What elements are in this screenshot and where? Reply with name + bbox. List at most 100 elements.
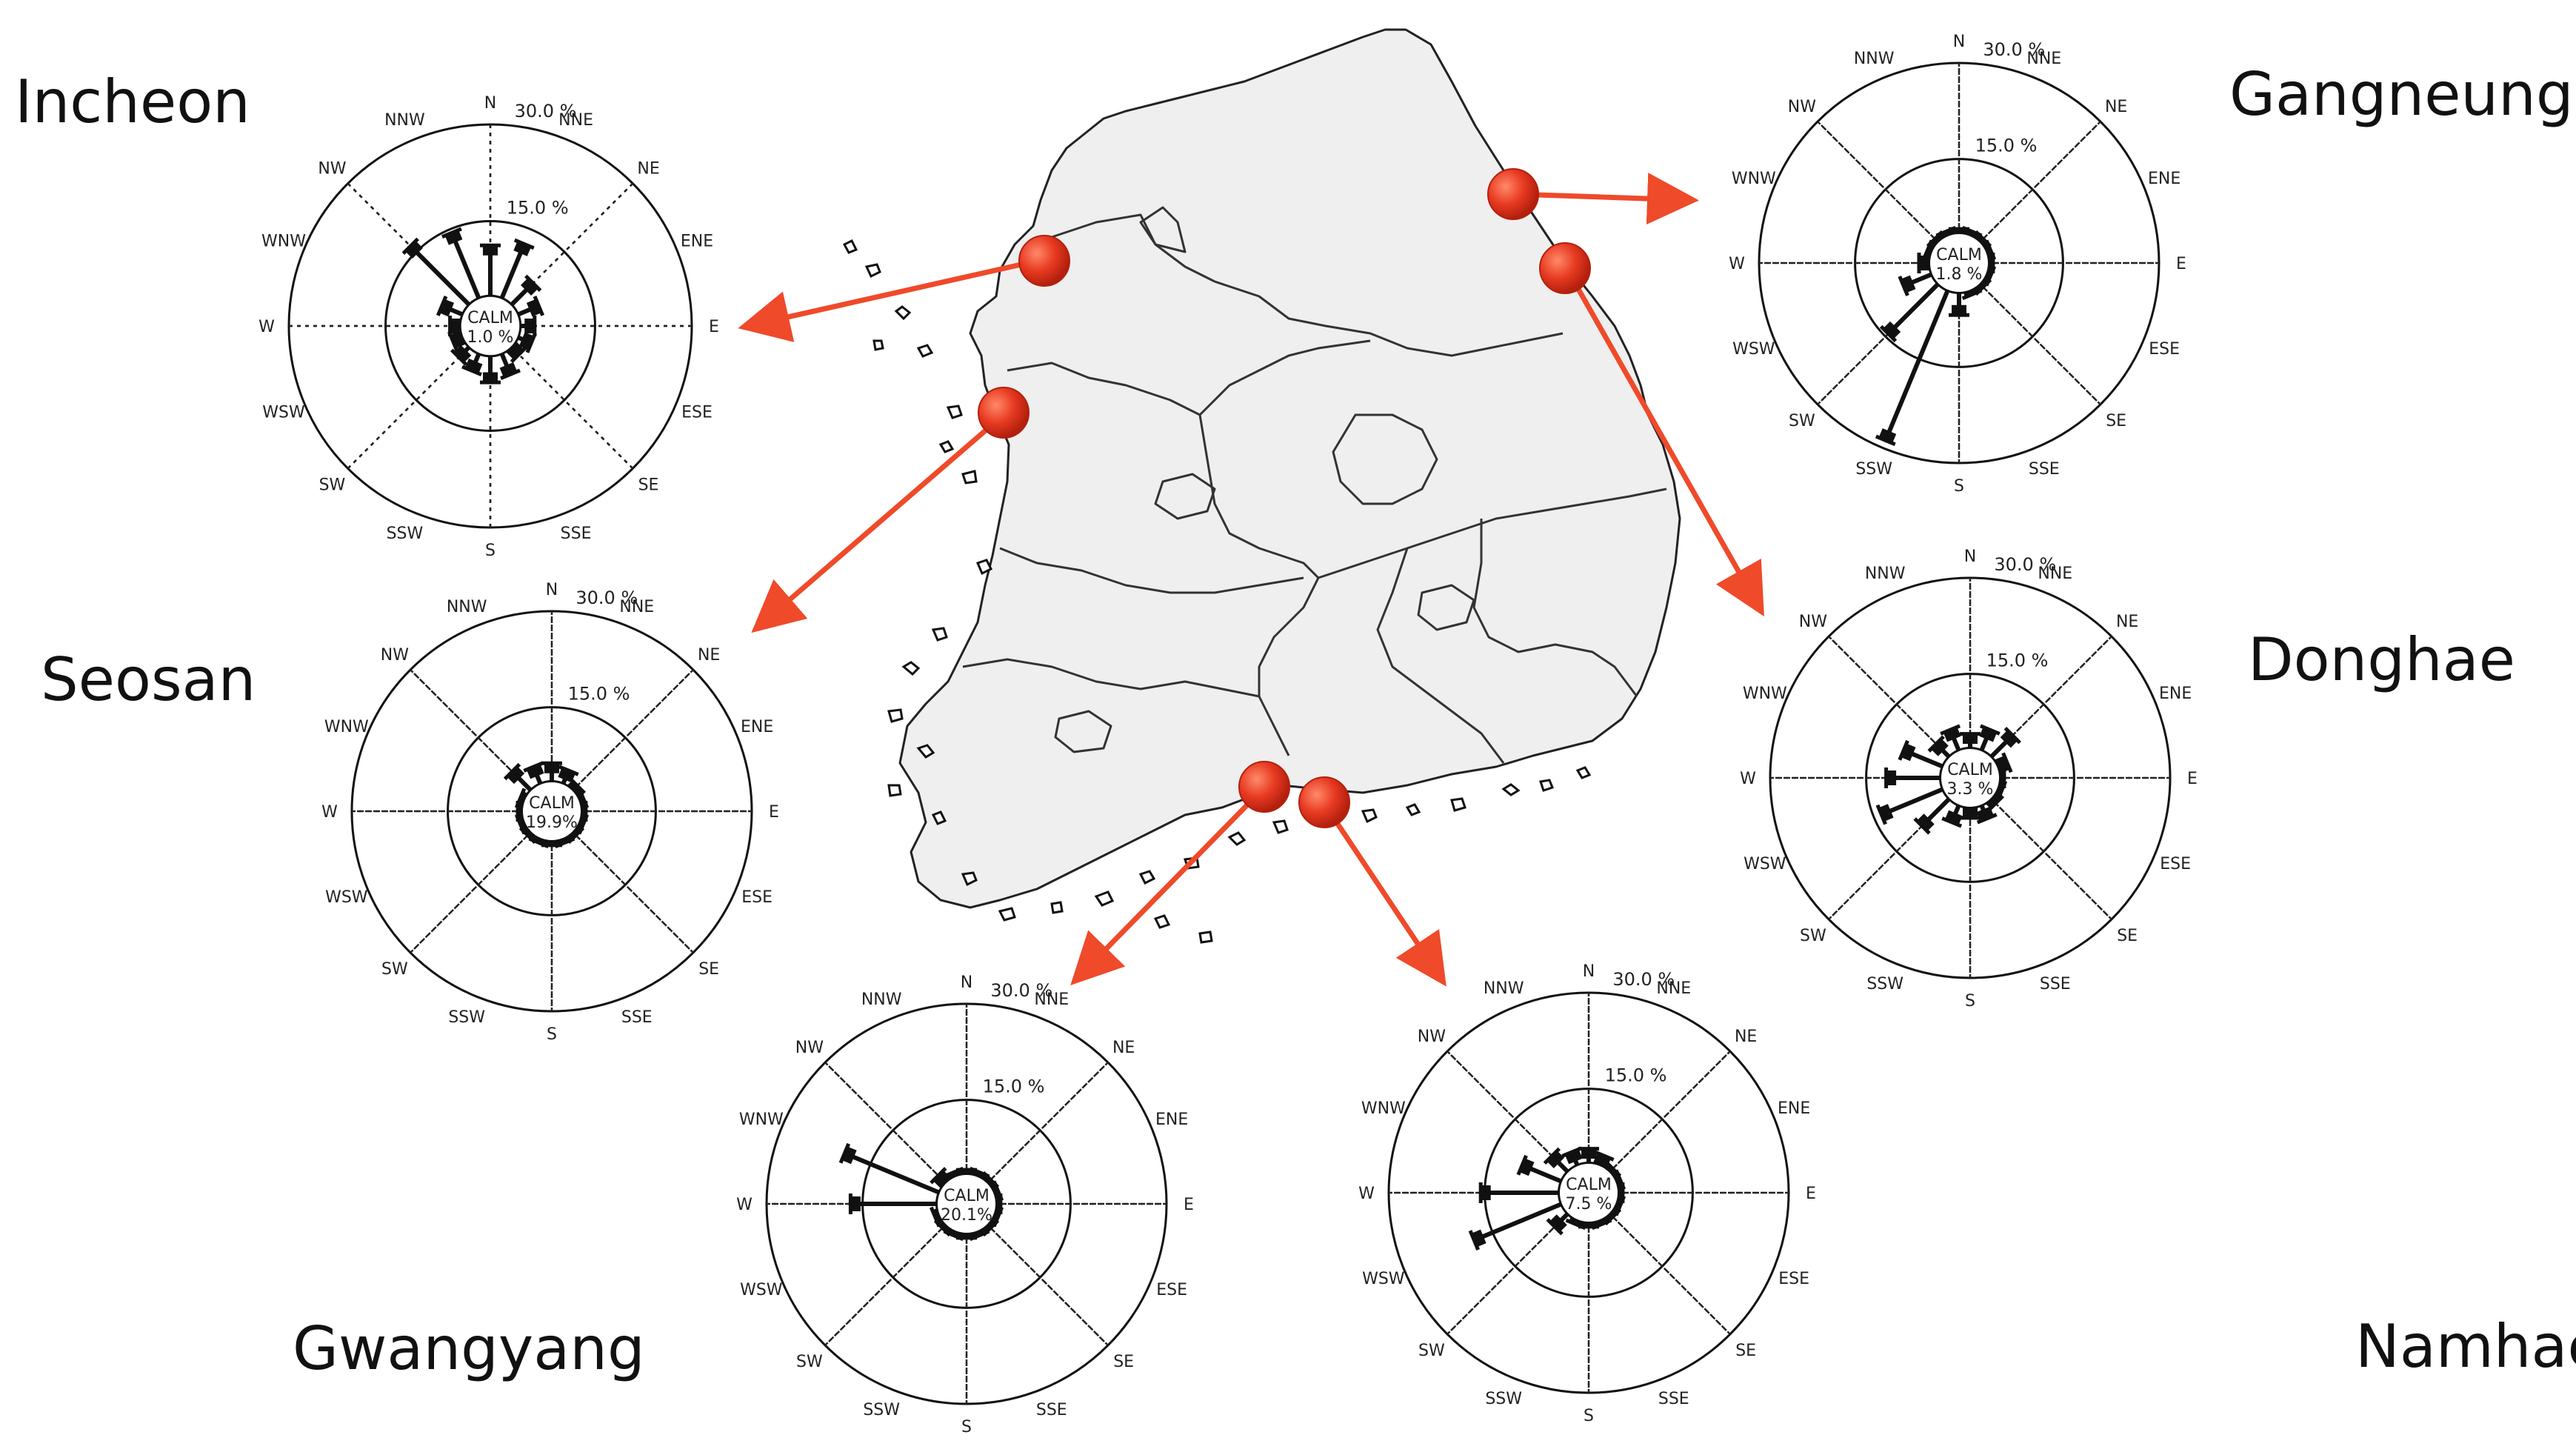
rose-spoke xyxy=(1989,727,2021,759)
rose-spoke xyxy=(1898,739,1943,769)
calm-label: CALM xyxy=(1566,1176,1612,1194)
direction-label-e: E xyxy=(769,803,779,822)
rose-spoke xyxy=(1875,787,1943,825)
marker-namhae[interactable] xyxy=(1298,776,1350,828)
arrow-seosan xyxy=(751,412,1007,633)
korea-map xyxy=(842,28,1681,944)
rose-spoke xyxy=(510,274,542,307)
marker-donghae[interactable] xyxy=(1539,242,1591,294)
rose-spoke xyxy=(930,1167,951,1188)
calm-circle xyxy=(1558,1162,1620,1224)
direction-label-nw: NW xyxy=(381,646,409,665)
direction-label-ssw: SSW xyxy=(1855,460,1892,479)
direction-label-ese: ESE xyxy=(2149,340,2180,359)
direction-label-ese: ESE xyxy=(741,888,773,907)
rose-spoke xyxy=(401,237,471,307)
direction-label-ene: ENE xyxy=(2148,170,2180,188)
calm-circle xyxy=(1939,747,2001,809)
direction-label-nw: NW xyxy=(1418,1028,1446,1046)
rose-spoke xyxy=(480,243,501,296)
arrow-gwangyang xyxy=(1070,786,1266,985)
marker-incheon[interactable] xyxy=(1018,235,1070,287)
label-donghae: Donghae xyxy=(2248,625,2515,694)
rose-spoke xyxy=(1898,272,1932,296)
calm-label: CALM xyxy=(529,794,575,813)
direction-label-e: E xyxy=(2176,255,2186,273)
outer-ring-label: 30.0 % xyxy=(1994,554,2056,575)
direction-gridline xyxy=(347,182,634,470)
direction-label-n: N xyxy=(1583,962,1595,981)
direction-label-ssw: SSW xyxy=(448,1008,485,1027)
direction-label-ese: ESE xyxy=(681,404,713,422)
calm-label: CALM xyxy=(944,1187,990,1205)
direction-label-se: SE xyxy=(698,960,719,979)
marker-seosan[interactable] xyxy=(978,387,1030,439)
direction-gridline xyxy=(410,669,694,953)
direction-label-wsw: WSW xyxy=(262,404,305,422)
direction-label-ene: ENE xyxy=(681,232,713,250)
direction-label-nnw: NNW xyxy=(1854,50,1895,68)
coastal-islands xyxy=(842,239,1592,944)
outer-ring-label: 30.0 % xyxy=(990,980,1052,1001)
inner-ring-label: 15.0 % xyxy=(507,198,569,219)
direction-label-se: SE xyxy=(1735,1342,1756,1360)
direction-label-nw: NW xyxy=(795,1039,824,1057)
calm-circle xyxy=(458,294,522,358)
direction-label-sw: SW xyxy=(1800,927,1826,945)
direction-label-e: E xyxy=(2187,770,2198,788)
direction-label-nne: NNE xyxy=(558,111,593,130)
rose-spoke xyxy=(1875,290,1950,447)
direction-gridline xyxy=(824,1062,1109,1346)
direction-label-ne: NE xyxy=(698,646,720,665)
direction-label-wnw: WNW xyxy=(324,718,369,736)
rose-spoke xyxy=(480,356,501,384)
rose-spoke xyxy=(499,353,521,381)
rose-spoke xyxy=(1917,253,1929,273)
rose-spoke xyxy=(1979,724,2001,751)
direction-label-se: SE xyxy=(638,476,659,495)
rose-spoke xyxy=(1976,805,1998,825)
calm-circle xyxy=(1928,232,1990,294)
direction-label-w: W xyxy=(736,1196,753,1214)
label-namhae: Namhae xyxy=(2355,1312,2576,1381)
rose-spoke xyxy=(441,227,481,299)
direction-label-ese: ESE xyxy=(1778,1270,1809,1288)
province-borders xyxy=(962,206,1667,764)
direction-label-nw: NW xyxy=(1799,613,1827,631)
direction-label-sw: SW xyxy=(381,960,408,979)
direction-label-nne: NNE xyxy=(1034,990,1069,1009)
rose-spoke xyxy=(517,296,545,317)
inner-ring-label: 15.0 % xyxy=(1605,1065,1667,1086)
outer-ring-label: 30.0 % xyxy=(1983,39,2045,60)
rose-spoke xyxy=(1879,282,1940,343)
marker-gangneung[interactable] xyxy=(1487,168,1539,220)
rose-spoke xyxy=(1940,724,1961,751)
marker-gwangyang[interactable] xyxy=(1238,761,1290,813)
direction-label-nw: NW xyxy=(1788,98,1816,116)
rose-spoke xyxy=(838,1142,940,1195)
rose-spoke xyxy=(450,344,472,366)
direction-label-s: S xyxy=(1965,992,1975,1010)
direction-label-n: N xyxy=(546,581,558,599)
direction-label-s: S xyxy=(961,1418,972,1436)
calm-label: CALM xyxy=(1936,246,1982,264)
direction-label-w: W xyxy=(258,318,275,336)
rose-spoke xyxy=(1995,752,2013,773)
direction-label-wsw: WSW xyxy=(1732,340,1775,359)
calm-label: CALM xyxy=(1947,761,1993,779)
inner-ring-label: 15.0 % xyxy=(983,1076,1045,1097)
direction-label-nw: NW xyxy=(318,159,346,178)
outer-ring-label: 30.0 % xyxy=(515,101,577,121)
direction-label-n: N xyxy=(1953,33,1965,51)
direction-gridline xyxy=(1828,636,2112,920)
rose-spoke xyxy=(520,316,537,336)
direction-label-nnw: NNW xyxy=(1865,565,1906,583)
direction-gridline xyxy=(824,1062,1109,1346)
calm-circle xyxy=(935,1173,998,1235)
direction-label-sw: SW xyxy=(1789,412,1815,430)
direction-label-nnw: NNW xyxy=(384,111,425,130)
direction-label-ene: ENE xyxy=(1778,1099,1810,1118)
